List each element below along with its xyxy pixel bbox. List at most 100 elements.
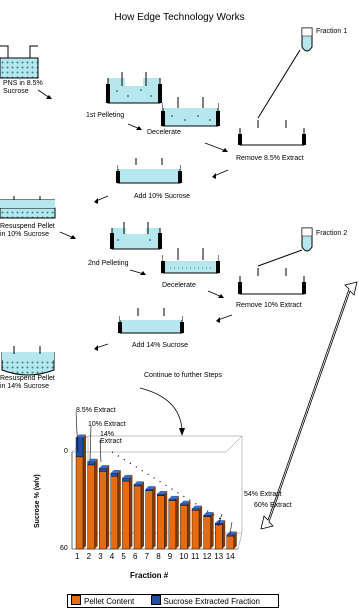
double-arrow bbox=[260, 281, 358, 530]
flow-arrows bbox=[37, 89, 233, 349]
tube-resuspend10 bbox=[0, 196, 56, 219]
label-resuspend10: Resuspend Pellet in 10% Sucrose bbox=[0, 223, 55, 238]
legend-swatch-pellet bbox=[71, 595, 81, 605]
bar-side bbox=[222, 520, 226, 549]
annotation-60: 60% Extract bbox=[254, 502, 292, 509]
bar-side bbox=[210, 512, 214, 549]
label-remove1: Remove 8.5% Extract bbox=[236, 155, 304, 162]
label-pns: PNS in 8.5% Sucrose bbox=[3, 80, 43, 95]
bar-top bbox=[134, 481, 144, 485]
label-decel1: Decelerate bbox=[147, 129, 181, 136]
legend-pellet: Pellet Content bbox=[84, 596, 135, 606]
bar-pellet-12 bbox=[203, 516, 211, 550]
bar-sucrose-1 bbox=[75, 437, 84, 458]
bar-top bbox=[99, 465, 110, 469]
bar-sucrose-12 bbox=[203, 514, 211, 517]
tube-pns bbox=[0, 45, 39, 79]
bar-pellet-4 bbox=[110, 476, 119, 550]
legend-swatch-sucrose bbox=[150, 595, 161, 605]
bar-side bbox=[199, 505, 202, 549]
x-tick-11: 11 bbox=[191, 552, 200, 561]
bar-pellet-7 bbox=[145, 490, 153, 550]
bar-side bbox=[117, 470, 121, 549]
bar-pellet-9 bbox=[168, 500, 177, 550]
x-tick-7: 7 bbox=[144, 552, 150, 561]
label-fraction2: Fraction 2 bbox=[316, 230, 348, 237]
label-pellet1: 1st Pelleting bbox=[86, 112, 125, 119]
x-tick-13: 13 bbox=[214, 552, 224, 561]
annotation-10: 10% Extract bbox=[88, 421, 126, 428]
tube-resuspend14 bbox=[1, 346, 55, 376]
bar-sucrose-8 bbox=[156, 493, 165, 496]
bar-sucrose-11 bbox=[191, 508, 200, 511]
label-pellet2: 2nd Pelleting bbox=[88, 260, 129, 267]
y-tick-0: 0 bbox=[64, 448, 68, 455]
bar-pellet-6 bbox=[133, 485, 142, 550]
x-tick-1: 1 bbox=[75, 552, 80, 561]
y-tick-60: 60 bbox=[60, 545, 68, 552]
bar-sucrose-10 bbox=[180, 503, 188, 506]
bar-top bbox=[203, 512, 214, 516]
bar-pellet-8 bbox=[156, 495, 165, 550]
tube-add10 bbox=[116, 158, 182, 184]
label-add10: Add 10% Sucrose bbox=[134, 193, 191, 200]
bar-top bbox=[122, 474, 133, 478]
bar-pellet-1 bbox=[75, 456, 84, 550]
fraction-tube-1 bbox=[301, 27, 313, 52]
bar-side bbox=[129, 474, 133, 549]
x-tick-9: 9 bbox=[167, 552, 173, 561]
bar-top bbox=[226, 531, 237, 535]
bar-top bbox=[168, 495, 179, 499]
bar-top bbox=[110, 470, 121, 474]
bar-top bbox=[157, 491, 168, 495]
bar-pellet-14 bbox=[226, 535, 235, 550]
annotation-54: 54% Extract bbox=[244, 491, 282, 498]
label-decel2: Decelerate bbox=[162, 282, 196, 289]
bar-sucrose-14 bbox=[226, 534, 235, 537]
bar-side bbox=[164, 491, 168, 549]
chart bbox=[71, 411, 243, 550]
bar-pellet-13 bbox=[214, 524, 223, 550]
bar-side bbox=[175, 495, 179, 549]
label-continue: Continue to further Steps bbox=[144, 372, 222, 379]
x-tick-12: 12 bbox=[202, 552, 212, 561]
bar-side bbox=[187, 500, 191, 549]
bar-pellet-10 bbox=[180, 505, 188, 550]
x-tick-6: 6 bbox=[133, 552, 138, 561]
diagram-title: How Edge Technology Works bbox=[114, 12, 245, 23]
bar-top bbox=[76, 434, 86, 438]
x-tick-3: 3 bbox=[98, 552, 103, 561]
tube-pellet1 bbox=[106, 72, 162, 104]
continue-arrowhead bbox=[179, 428, 185, 436]
tube-remove2 bbox=[238, 249, 306, 295]
bar-side bbox=[83, 434, 86, 549]
x-tick-14: 14 bbox=[225, 552, 235, 561]
x-tick-4: 4 bbox=[109, 552, 115, 561]
tube-decel1 bbox=[161, 97, 220, 127]
bar-side bbox=[152, 486, 156, 549]
bar-sucrose-3 bbox=[98, 467, 107, 472]
bar-side bbox=[106, 465, 110, 549]
x-tick-2: 2 bbox=[86, 552, 92, 561]
x-axis-label: Fraction # bbox=[130, 571, 169, 580]
bar-sucrose-7 bbox=[145, 488, 153, 491]
bar-sucrose-9 bbox=[168, 498, 177, 501]
bar-pellet-11 bbox=[191, 510, 200, 550]
bar-pellet-3 bbox=[98, 471, 107, 550]
y-axis-label: Sucrose % (w/v) bbox=[34, 474, 41, 528]
fraction-tube-2 bbox=[301, 227, 313, 252]
chart-legend: Pellet Content Sucrose Extracted Fractio… bbox=[67, 594, 279, 608]
tube-add14 bbox=[118, 308, 184, 334]
x-tick-8: 8 bbox=[156, 552, 161, 561]
tube-pellet2 bbox=[110, 222, 162, 250]
bar-pellet-5 bbox=[122, 480, 130, 550]
label-resuspend14: Resuspend Pellet in 14% Sucrose bbox=[0, 375, 55, 390]
label-remove2: Remove 10% Extract bbox=[236, 302, 302, 309]
tube-remove1 bbox=[238, 49, 306, 146]
bar-sucrose-4 bbox=[110, 472, 119, 477]
bar-top bbox=[145, 486, 156, 490]
label-fraction1: Fraction 1 bbox=[316, 28, 348, 35]
bar-sucrose-5 bbox=[122, 477, 130, 482]
bar-top bbox=[215, 520, 226, 524]
